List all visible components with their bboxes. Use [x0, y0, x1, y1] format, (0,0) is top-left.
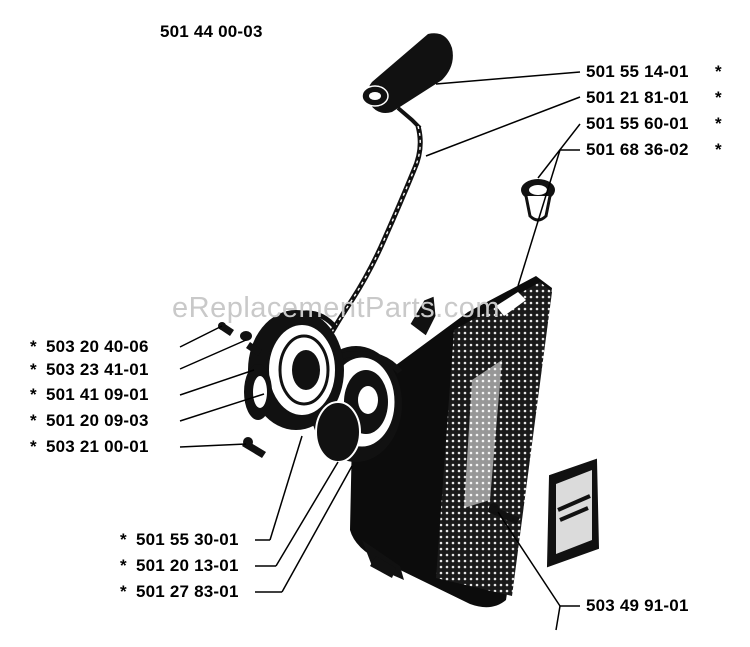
starter-handle [361, 33, 453, 130]
callout-star: * [30, 360, 37, 379]
starter-housing [350, 276, 552, 608]
callout-star: * [30, 411, 37, 430]
callout-star: * [120, 582, 127, 601]
callout-star: * [30, 337, 37, 356]
callout-star: * [30, 385, 37, 404]
callout-label: 501 27 83-01 [136, 582, 239, 601]
leader-lines [179, 71, 581, 631]
callout-star: * [30, 437, 37, 456]
callout-label: 503 49 91-01 [586, 596, 689, 615]
callout-star: * [715, 88, 722, 107]
callout-label: 503 20 40-06 [46, 337, 149, 356]
screw-lower [242, 437, 266, 458]
callout-star: * [715, 140, 722, 159]
callout-label: 501 55 30-01 [136, 530, 239, 549]
callout-label: 501 20 09-03 [46, 411, 149, 430]
callout-label: 503 21 00-01 [46, 437, 149, 456]
callout-star: * [715, 62, 722, 81]
recoil-spring [248, 310, 344, 430]
callout-label: 501 41 09-01 [46, 385, 149, 404]
pulley-hub [315, 401, 361, 463]
callout-label: 501 21 81-01 [586, 88, 689, 107]
callout-label: 503 23 41-01 [46, 360, 149, 379]
decal [546, 458, 600, 568]
callout-label: 501 55 60-01 [586, 114, 689, 133]
screw-housing [488, 503, 520, 524]
callout-label: 501 68 36-02 [586, 140, 689, 159]
washer [244, 364, 272, 420]
assembly-number: 501 44 00-03 [160, 22, 263, 41]
spacer-sleeve [240, 331, 262, 356]
callout-label: 501 55 14-01 [586, 62, 689, 81]
callout-star: * [120, 556, 127, 575]
callout-star: * [715, 114, 722, 133]
callout-star: * [120, 530, 127, 549]
callout-label: 501 20 13-01 [136, 556, 239, 575]
watermark: eReplacementParts.com [172, 292, 501, 324]
pawl-arm [409, 295, 437, 337]
